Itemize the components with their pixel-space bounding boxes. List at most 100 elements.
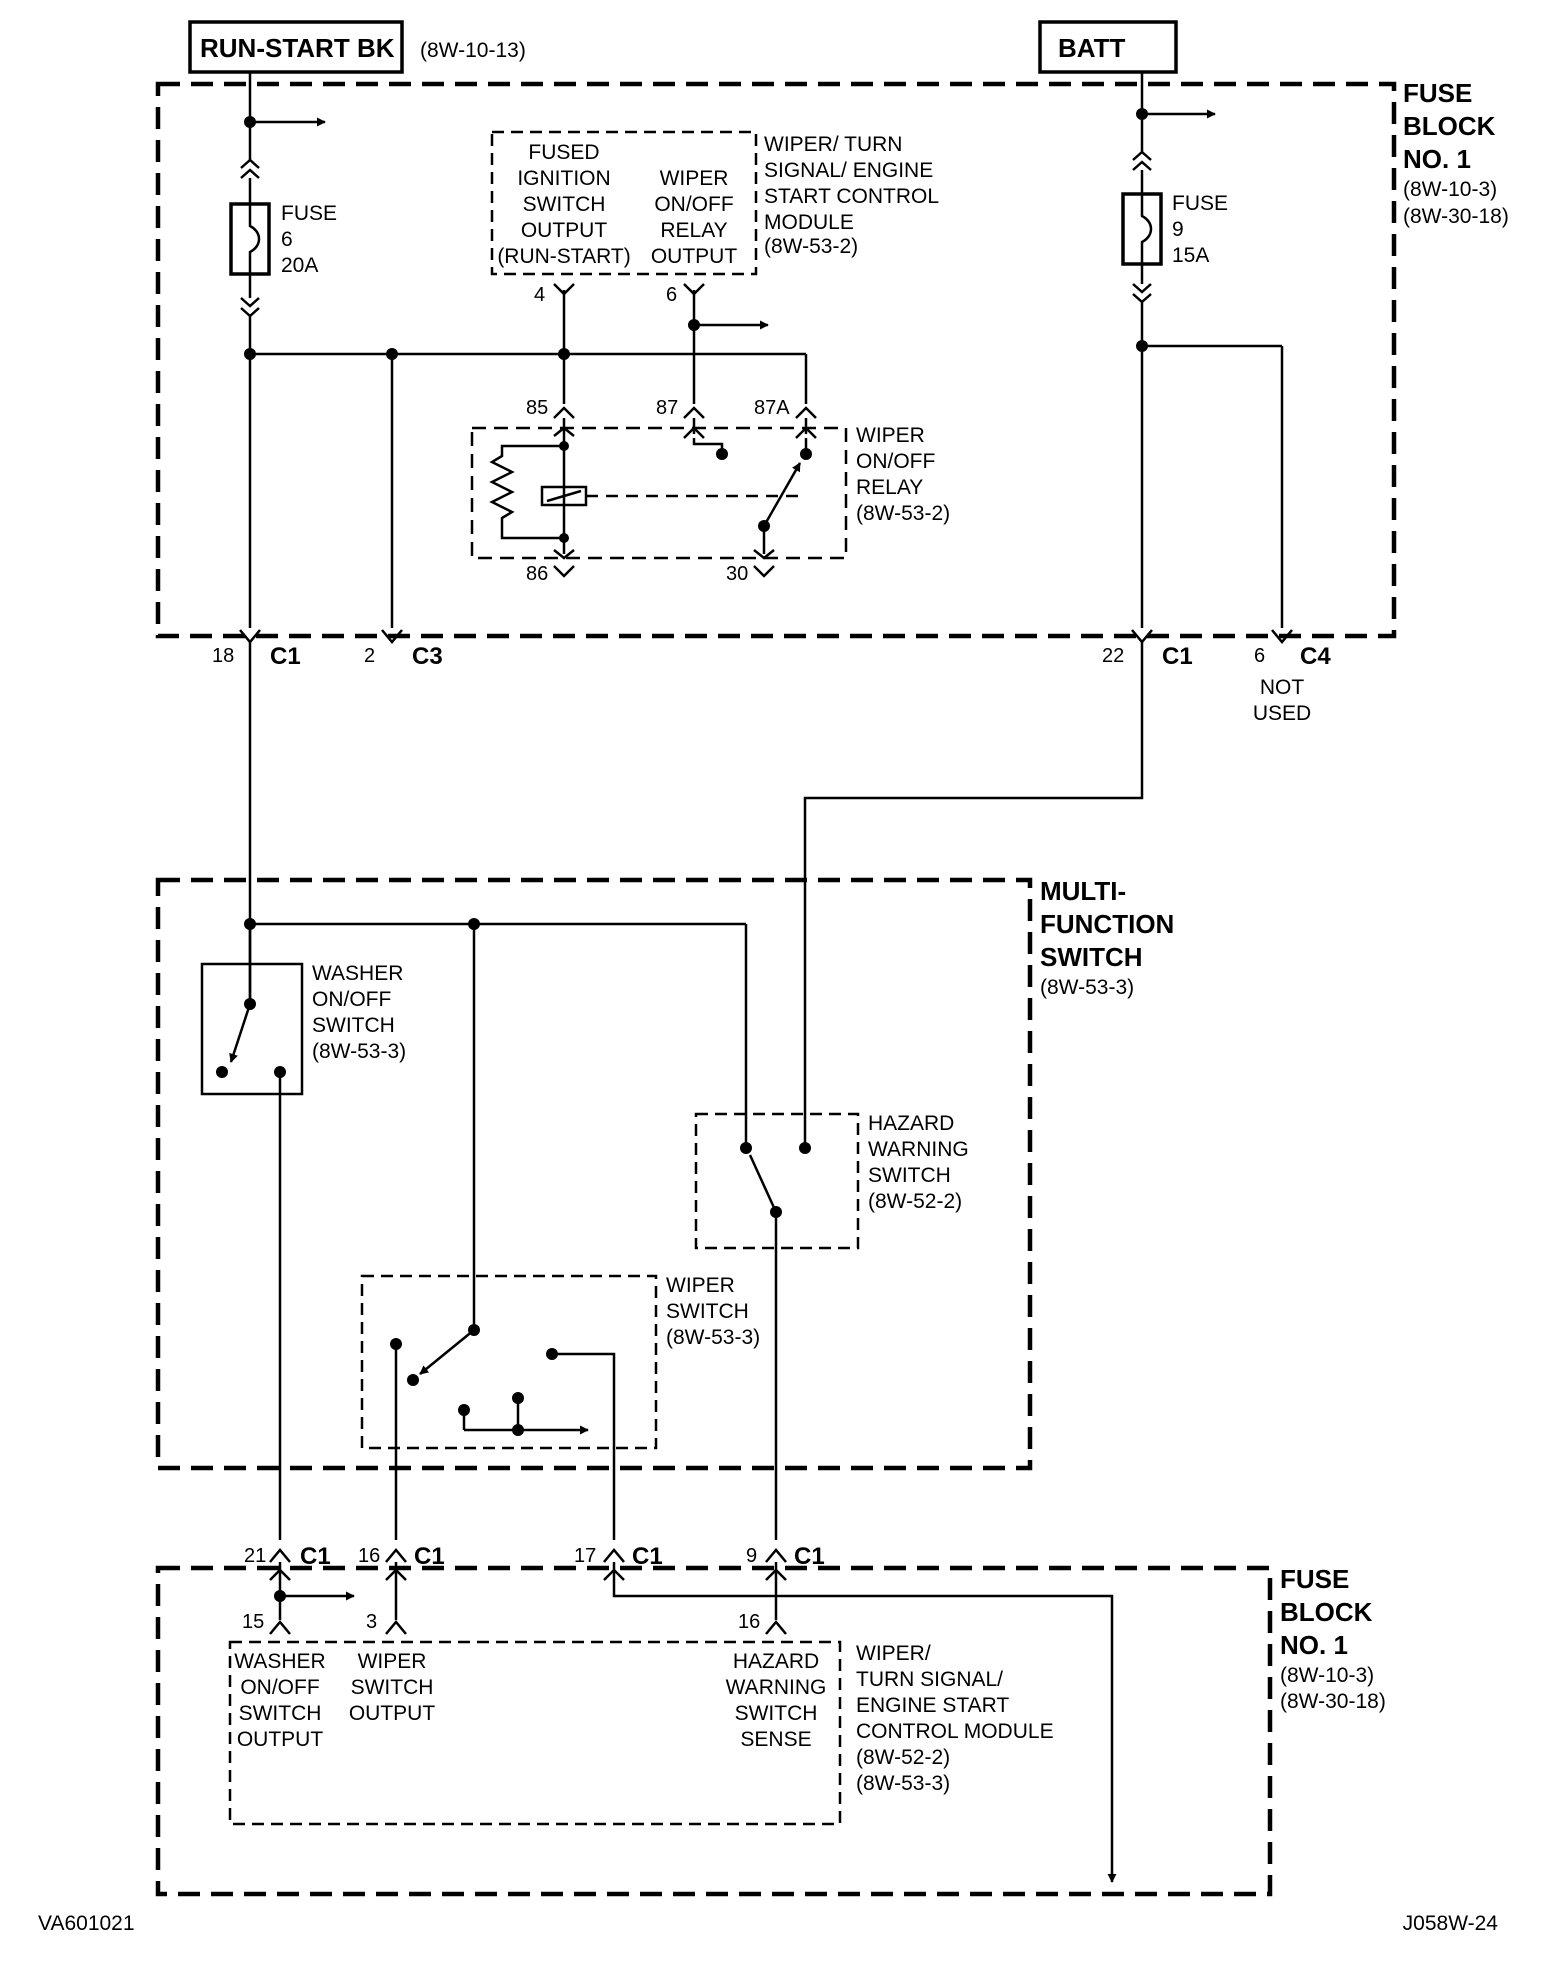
- connector-chevron-icon: [385, 1568, 407, 1581]
- washer-out-1: WASHER: [234, 1650, 325, 1673]
- control-module-top: FUSED IGNITION SWITCH OUTPUT (RUN-START)…: [490, 130, 939, 404]
- connector-c4-6-icon: [1271, 629, 1293, 644]
- conn-2-name: C3: [412, 643, 443, 670]
- splice-dot: [244, 348, 256, 360]
- connector-chevron-icon: [553, 426, 575, 437]
- relay-name-3: RELAY: [856, 476, 923, 499]
- module-left-line-4: OUTPUT: [521, 219, 608, 242]
- connector-chevron-icon: [240, 158, 260, 179]
- contact-87-dot: [716, 448, 728, 460]
- module-right-line-2: ON/OFF: [654, 193, 733, 216]
- fuse-block-top-title-3: NO. 1: [1403, 144, 1471, 174]
- hazard-switch: HAZARD WARNING SWITCH (8W-52-2): [694, 1112, 969, 1540]
- module-name-line-4: MODULE: [764, 211, 854, 234]
- fuse-block-bottom-border: [155, 1565, 1273, 1897]
- fuse-block-top-title: FUSE BLOCK NO. 1 (8W-10-3) (8W-30-18): [1403, 78, 1509, 228]
- contact-87a-dot: [800, 448, 812, 460]
- connector-c1-21-icon: [269, 1548, 291, 1563]
- fuse-6-bus: [244, 348, 808, 628]
- washer-switch-blade-icon: [229, 1003, 252, 1063]
- pin-87a-chevron-icon: [795, 406, 817, 419]
- washer-label-3: SWITCH: [312, 1014, 395, 1037]
- module-left-line-1: FUSED: [528, 141, 599, 164]
- module-right-line-4: OUTPUT: [651, 245, 738, 268]
- connector-chevron-icon: [683, 426, 705, 439]
- washer-label-4: (8W-53-3): [312, 1040, 406, 1063]
- module-name-line-1: WIPER/ TURN: [764, 133, 902, 156]
- mfs-title-2: FUNCTION: [1040, 909, 1174, 939]
- mfs-border: [155, 877, 1033, 1471]
- connector-c1-9-icon: [765, 1548, 787, 1563]
- module-bottom-name-1: WIPER/: [856, 1642, 931, 1665]
- fuse-block-top-ref-2: (8W-30-18): [1403, 205, 1509, 228]
- pin-87-chevron-icon: [683, 406, 705, 419]
- pin-6: 6: [666, 284, 677, 306]
- connector-chevron-icon: [240, 297, 260, 318]
- fuse-block-bottom-title: FUSE BLOCK NO. 1 (8W-10-3) (8W-30-18): [1280, 1564, 1386, 1713]
- wire-c1-22-to-hazard: [803, 642, 1144, 1146]
- conn-18-pin: 18: [212, 645, 234, 667]
- module-bottom-name-6: (8W-53-3): [856, 1772, 950, 1795]
- pin-86-chevron-icon: [553, 565, 575, 578]
- wiper-label-2: SWITCH: [666, 1300, 749, 1323]
- fuse-block-bottom-title-3: NO. 1: [1280, 1630, 1348, 1660]
- connector-chevron-icon: [765, 1568, 787, 1581]
- connector-chevron-icon: [753, 549, 775, 560]
- conn-22-pin: 22: [1102, 645, 1124, 667]
- washer-switch: WASHER ON/OFF SWITCH (8W-53-3): [200, 924, 406, 1540]
- washer-contact-dot: [216, 1066, 228, 1078]
- fuse-6-label-1: FUSE: [281, 202, 337, 225]
- module-right-line-1: WIPER: [660, 167, 729, 190]
- footer-left-code: VA601021: [38, 1912, 135, 1935]
- connector-c1-17-icon: [603, 1548, 625, 1563]
- module-left-line-2: IGNITION: [517, 167, 610, 190]
- fuse-block-bottom-ref-2: (8W-30-18): [1280, 1690, 1386, 1713]
- mfs-ref: (8W-53-3): [1040, 976, 1134, 999]
- conn-2-pin: 2: [364, 645, 375, 667]
- batt-box: [1038, 20, 1178, 74]
- washer-out-4: OUTPUT: [237, 1728, 324, 1751]
- washer-label-2: ON/OFF: [312, 988, 391, 1011]
- wiper-label-3: (8W-53-3): [666, 1326, 760, 1349]
- wiper-out-2: SWITCH: [351, 1676, 434, 1699]
- run-start-label: RUN-START BK: [200, 33, 395, 63]
- conn-22-name: C1: [1162, 643, 1193, 670]
- wiper-relay: 85 87 87A 86 30 WIPER ON/OFF RELAY: [470, 397, 950, 585]
- bottom-connectors: 21 C1 16 C1 17 C1 9 C1: [244, 1543, 825, 1570]
- batt-header: BATT: [1038, 20, 1178, 74]
- connector-chevron-icon: [269, 1568, 291, 1581]
- relay-pin-85: 85: [526, 397, 548, 419]
- mfs-title-3: SWITCH: [1040, 942, 1143, 972]
- relay-pin-30: 30: [726, 563, 748, 585]
- fuse-9-label-2: 9: [1172, 218, 1184, 241]
- module-right-line-3: RELAY: [660, 219, 727, 242]
- module-pin-16: 16: [738, 1611, 760, 1633]
- hazard-sense-3: SWITCH: [735, 1702, 818, 1725]
- wiper-switch-blade-icon: [419, 1329, 475, 1375]
- conn-21-pin: 21: [244, 1545, 266, 1567]
- relay-name-2: ON/OFF: [856, 450, 935, 473]
- run-start-header: RUN-START BK (8W-10-13): [188, 20, 526, 74]
- washer-switch-box: [200, 962, 304, 1096]
- connector-c1-16-icon: [385, 1548, 407, 1563]
- relay-armature-icon: [762, 462, 802, 527]
- fuse-block-bottom-title-2: BLOCK: [1280, 1597, 1373, 1627]
- wiper-relay-box: [470, 426, 848, 560]
- connector-chevron-icon: [1132, 150, 1152, 171]
- wiper-switch: WIPER SWITCH (8W-53-3): [360, 1274, 760, 1540]
- pin-30-chevron-icon: [753, 565, 775, 578]
- hazard-sense-1: HAZARD: [733, 1650, 819, 1673]
- relay-pin-87a: 87A: [754, 397, 790, 419]
- hazard-sense-4: SENSE: [740, 1728, 811, 1751]
- conn-6-pin: 6: [1254, 645, 1265, 667]
- connector-chevron-icon: [553, 549, 575, 560]
- relay-name-1: WIPER: [856, 424, 925, 447]
- fuse-block-bottom-ref-1: (8W-10-3): [1280, 1664, 1374, 1687]
- conn-9-name: C1: [794, 1543, 825, 1570]
- connector-chevron-icon: [795, 426, 817, 439]
- bottom-internal-wiring: 15 3 16: [242, 1562, 1117, 1883]
- fuse-6-label-2: 6: [281, 228, 293, 251]
- resistor-icon: [489, 444, 564, 540]
